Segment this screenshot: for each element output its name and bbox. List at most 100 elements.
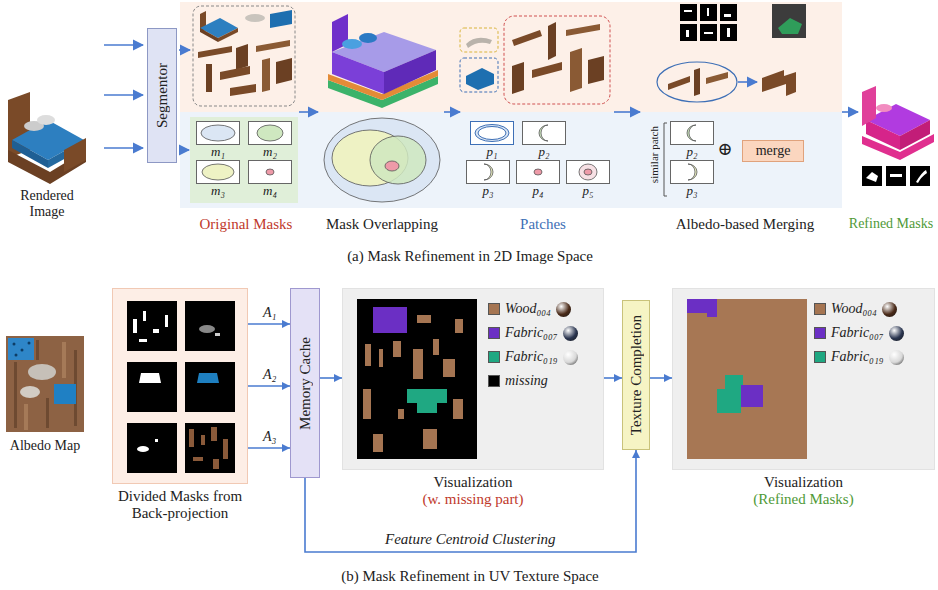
albedo-merge-art [706, 72, 728, 84]
figure-label: (a) Mask Refinement in 2D Image Space [200, 248, 740, 265]
node-art [127, 423, 177, 473]
node-art [741, 385, 763, 407]
node-art [725, 375, 743, 391]
node-art [165, 315, 168, 327]
albedo-map-art [28, 364, 56, 380]
material-sphere [563, 350, 578, 365]
figure-label: Rendered Image [4, 188, 90, 220]
flow-arrow [104, 94, 143, 96]
node-art [455, 319, 463, 333]
mask-frame [516, 160, 560, 184]
node-art [398, 409, 404, 419]
mask-box: m₁ [196, 121, 240, 159]
node-art [717, 389, 741, 413]
arrowhead [282, 382, 290, 390]
node-art [671, 122, 713, 144]
node-art [517, 161, 559, 183]
band-background [180, 2, 842, 112]
albedo-merge-art [720, 4, 737, 21]
albedo-map-art [62, 342, 66, 378]
albedo-merge-art [686, 30, 689, 37]
overlap-render [359, 33, 377, 43]
mask-frame [522, 121, 566, 145]
node-art [137, 446, 149, 452]
node-art [534, 169, 542, 175]
albedo-merge-art [700, 4, 717, 21]
mask-label: p₃ [466, 184, 510, 198]
rendered-bed [8, 92, 86, 184]
node-art [185, 362, 235, 412]
edge-label: A₃ [261, 428, 278, 445]
flow-arrow [104, 44, 143, 46]
node-art [579, 164, 597, 180]
figure-label: Albedo Map [0, 438, 90, 454]
patch-parts [512, 62, 524, 94]
flow-arrow [738, 81, 757, 83]
mask-label: p₂ [522, 145, 566, 159]
part-masks [220, 66, 250, 80]
node-art [671, 161, 713, 183]
mask-frame [566, 160, 610, 184]
legend-item: Fabric₀₀₇ [814, 324, 904, 342]
panel: Divided Masks from Back-projection [112, 288, 248, 522]
refined-render [862, 86, 934, 186]
patch-parts [548, 22, 556, 60]
mask-frame [196, 121, 240, 145]
node-art [143, 311, 146, 321]
node-art [357, 299, 477, 459]
albedo-merge-art [684, 10, 692, 12]
refined-render [910, 166, 930, 186]
legend-text: Fabric₀₁₉ [505, 348, 558, 366]
albedo-map-art [36, 340, 39, 360]
box-label: Texture Completion [628, 315, 645, 435]
part-masks [245, 14, 265, 22]
albedo-merge-art [657, 4, 806, 102]
albedo-merge-art [707, 8, 709, 16]
band-background [180, 112, 842, 208]
albedo-merge-art [724, 14, 731, 17]
box-label: merge [756, 141, 791, 161]
figure-label: similar patch [648, 126, 661, 183]
albedo-map-art [8, 338, 34, 360]
node-art [475, 125, 509, 142]
patch-parts [504, 16, 610, 104]
mask-box: p₂ [522, 121, 566, 159]
node-art [257, 125, 283, 141]
node-art [215, 333, 220, 336]
part-masks [262, 58, 270, 92]
node-art [584, 169, 592, 175]
node-art [127, 301, 177, 351]
figure-label: (b) Mask Refinement in UV Texture Space [200, 568, 740, 585]
albedo-merge-art [704, 32, 713, 34]
node-art [197, 122, 239, 144]
material-sphere [882, 302, 897, 317]
node-art [133, 319, 137, 333]
legend-text: Fabric₀₀₇ [505, 324, 558, 342]
panel-ground [672, 288, 935, 470]
node-art [478, 127, 506, 140]
node-art [249, 161, 291, 183]
node-art [153, 329, 159, 333]
connector [320, 374, 342, 382]
figure-label: Original Masks [186, 216, 306, 233]
refined-render [886, 166, 906, 186]
panel: Visualization(Refined Masks) [672, 288, 935, 508]
albedo-map-art [14, 362, 17, 428]
node-art [213, 459, 219, 469]
albedo-merge-art [720, 24, 737, 41]
panel-heading: Visualization(w. missing part) [342, 474, 604, 508]
panel: Visualization(w. missing part) [342, 288, 604, 508]
process-box: Segmentor [147, 28, 177, 163]
legend-swatch [488, 327, 500, 339]
flow-arrow [104, 147, 143, 149]
legend-item: Fabric₀₁₉ [814, 348, 904, 366]
bracket [664, 123, 667, 196]
edge-label: Feature Centroid Clustering [383, 531, 558, 548]
part-masks [193, 6, 295, 106]
part-masks [230, 84, 256, 96]
connector [248, 444, 290, 452]
node-art [687, 125, 696, 141]
node-art [687, 299, 807, 459]
overlap-render [328, 14, 438, 108]
